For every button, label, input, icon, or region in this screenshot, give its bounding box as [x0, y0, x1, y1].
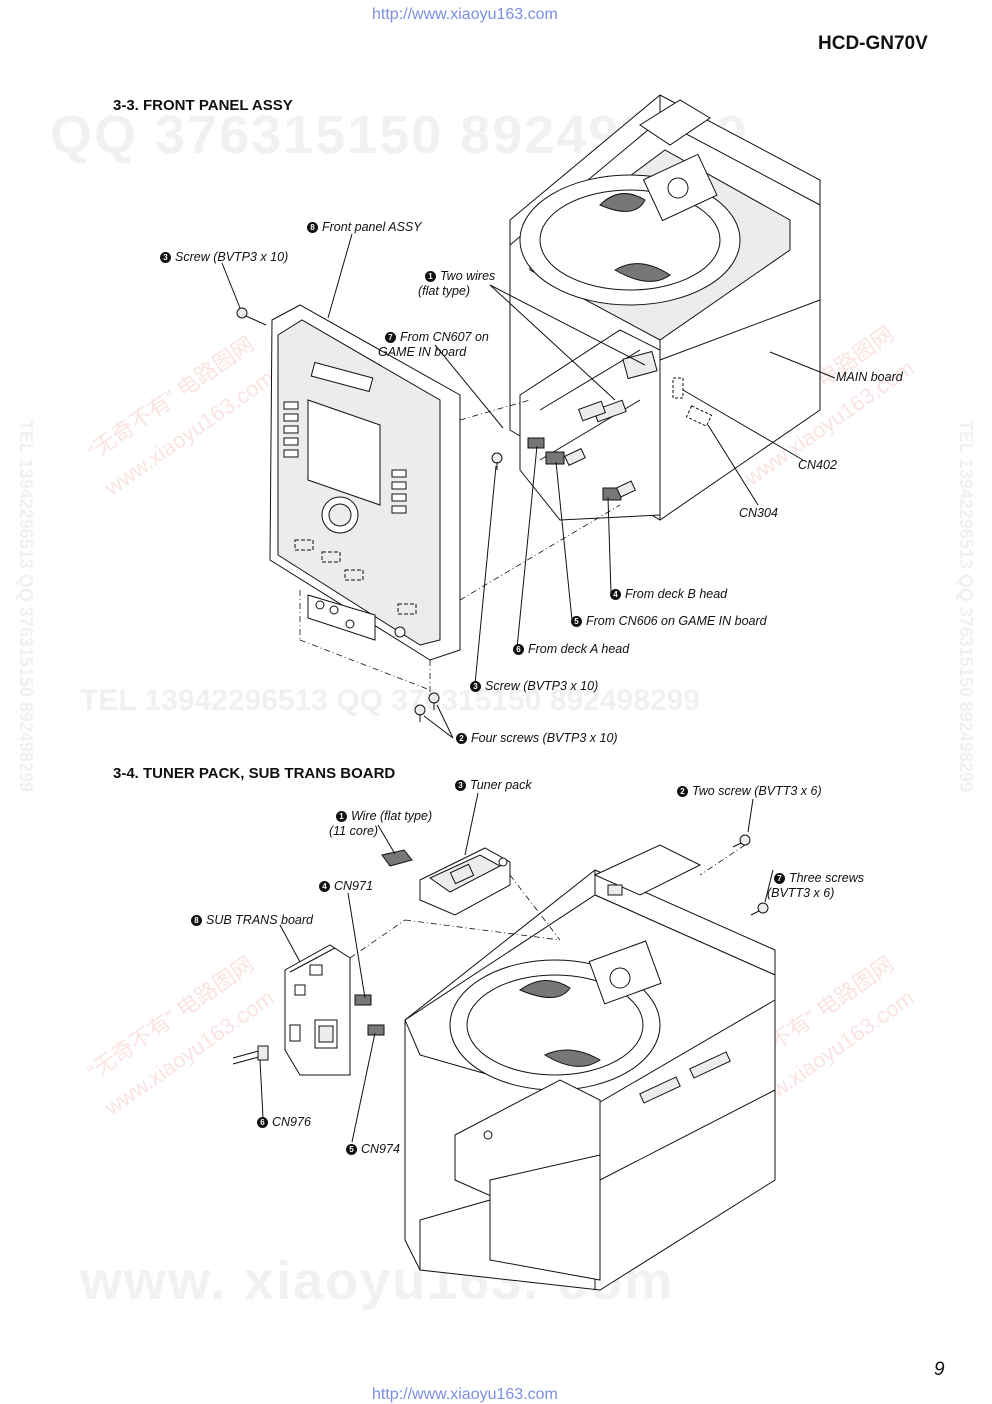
callout-number: 5: [571, 616, 582, 627]
callout-number: 2: [677, 786, 688, 797]
callout-screw-middle: 3 Screw (BVTP3 x 10): [470, 679, 598, 694]
callout-number: 6: [257, 1117, 268, 1128]
callout-cn974: 5 CN974: [346, 1142, 400, 1157]
callout-number: 7: [773, 873, 785, 884]
screws-3-3: [236, 307, 503, 722]
callout-number: 8: [191, 915, 202, 926]
screws-3-4: [732, 834, 769, 916]
callout-from-cn606: 5 From CN606 on GAME IN board: [571, 614, 767, 629]
callout-text: SUB TRANS board: [206, 913, 313, 927]
callout-text: Two screw (BVTT3 x 6): [692, 784, 822, 798]
callout-text: Four screws (BVTP3 x 10): [471, 731, 618, 745]
callout-text: Two wires (flat type): [418, 269, 496, 298]
callout-number: 5: [346, 1144, 357, 1155]
main-unit-chassis-top: [509, 94, 821, 521]
callout-text: MAIN board: [836, 370, 903, 384]
header-url-link[interactable]: http://www.xiaoyu163.com: [372, 6, 558, 23]
callout-two-screw: 2 Two screw (BVTT3 x 6): [677, 784, 822, 799]
callout-text: From deck B head: [625, 587, 728, 601]
leader-lines-3-3: [221, 233, 836, 739]
page-number: 9: [934, 1359, 945, 1380]
callout-deck-a-head: 6 From deck A head: [513, 642, 629, 657]
callout-tuner-pack: 3 Tuner pack: [455, 778, 532, 793]
sub-trans-board-drawing: [232, 944, 385, 1076]
main-unit-chassis-bottom: [404, 844, 776, 1291]
callout-number: 7: [384, 332, 396, 343]
callout-text: Screw (BVTP3 x 10): [485, 679, 599, 693]
callout-number: 1: [335, 811, 347, 822]
callout-cn971: 4 CN971: [319, 879, 373, 894]
section-title-front-panel: 3-3. FRONT PANEL ASSY: [113, 97, 293, 114]
callout-text: From CN607 on GAME IN board: [378, 330, 489, 359]
front-panel-assy-drawing: [269, 304, 461, 661]
watermark-tel: TEL 13942296513 QQ 376315150 892498299: [80, 684, 700, 717]
callout-text: Screw (BVTP3 x 10): [175, 250, 289, 264]
callout-number: 3: [160, 252, 171, 263]
callout-text: Wire (flat type) (11 core): [329, 809, 433, 838]
callout-number: 4: [610, 589, 621, 600]
model-number: HCD-GN70V: [818, 33, 928, 54]
callout-deck-b-head: 4 From deck B head: [610, 587, 727, 602]
callout-text: CN402: [798, 458, 837, 472]
callout-number: 2: [456, 733, 467, 744]
callout-text: From deck A head: [528, 642, 630, 656]
section-title-tuner-pack: 3-4. TUNER PACK, SUB TRANS BOARD: [113, 765, 396, 782]
callout-text: Front panel ASSY: [322, 220, 422, 234]
callout-text: CN974: [361, 1142, 400, 1156]
callout-front-panel-assy: 8 Front panel ASSY: [307, 220, 422, 235]
footer-url-link[interactable]: http://www.xiaoyu163.com: [372, 1386, 558, 1403]
callout-sub-trans-board: 8 SUB TRANS board: [191, 913, 313, 928]
callout-text: CN976: [272, 1115, 311, 1129]
leader-lines-3-4: [259, 792, 774, 1143]
callout-number: 4: [319, 881, 330, 892]
callout-number: 1: [424, 271, 436, 282]
callout-four-screws: 2 Four screws (BVTP3 x 10): [456, 731, 618, 746]
callout-text: From CN606 on GAME IN board: [586, 614, 767, 628]
tuner-pack-drawing: [381, 847, 511, 916]
callout-text: CN304: [739, 506, 778, 520]
callout-main-board: MAIN board: [836, 370, 903, 385]
callout-cn976: 6 CN976: [257, 1115, 311, 1130]
callout-cn402: CN402: [798, 458, 837, 473]
callout-number: 3: [470, 681, 481, 692]
callout-text: CN971: [334, 879, 373, 893]
callout-number: 8: [307, 222, 318, 233]
callout-cn304: CN304: [739, 506, 778, 521]
callout-text: Three screws (BVTT3 x 6): [767, 871, 864, 900]
callout-text: Tuner pack: [470, 778, 532, 792]
callout-number: 6: [513, 644, 524, 655]
callout-number: 3: [455, 780, 466, 791]
callout-screw-top: 3 Screw (BVTP3 x 10): [160, 250, 288, 265]
